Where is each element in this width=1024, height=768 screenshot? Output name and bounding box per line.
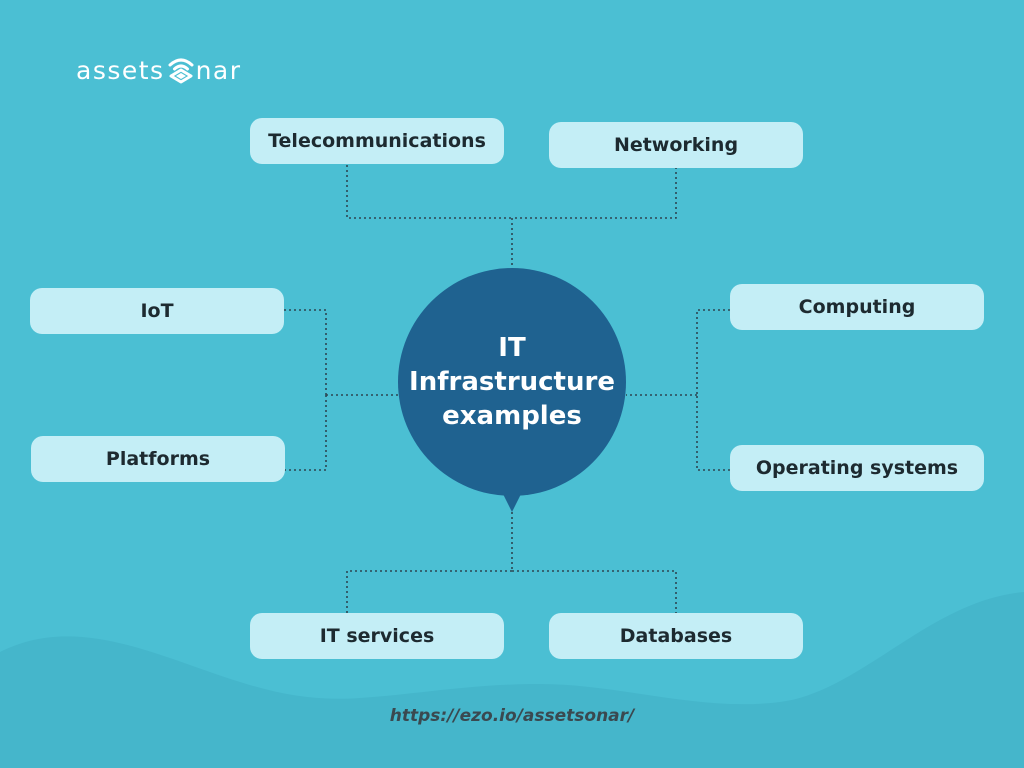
assetsonar-logo[interactable]: assets nar [76,52,242,88]
node-operating-systems-label: Operating systems [755,457,959,479]
node-networking: Networking [549,122,803,168]
center-label-line-1: IT [498,333,526,363]
node-it-services-label: IT services [319,625,435,647]
connector-iot [284,309,327,395]
connector-platforms [284,395,327,471]
connector-computing [696,309,730,395]
connector-databases [512,570,677,614]
node-telecommunications: Telecommunications [250,118,504,164]
node-computing: Computing [730,284,984,330]
node-databases: Databases [549,613,803,659]
node-computing-label: Computing [798,296,916,318]
node-it-services: IT services [250,613,504,659]
footer-url[interactable]: https://ezo.io/assetsonar/ [389,706,635,726]
connector-telecommunications [346,165,512,219]
node-iot-label: IoT [140,300,174,322]
node-iot: IoT [30,288,284,334]
center-bubble-pointer [501,490,523,512]
logo-text-suffix: nar [195,55,242,85]
node-platforms: Platforms [31,436,285,482]
center-label-line-3: examples [442,401,582,431]
connector-it-services [346,570,512,614]
node-telecommunications-label: Telecommunications [268,130,486,152]
node-networking-label: Networking [613,134,739,156]
node-platforms-label: Platforms [105,448,211,470]
center-topic-bubble: IT Infrastructure examples [398,268,626,496]
sonar-signal-icon [168,58,194,84]
node-databases-label: Databases [619,625,733,647]
center-label-line-2: Infrastructure [409,367,615,397]
connector-operating-systems [696,395,730,471]
connector-networking [512,167,677,219]
node-operating-systems: Operating systems [730,445,984,491]
logo-text-prefix: assets [76,55,165,85]
